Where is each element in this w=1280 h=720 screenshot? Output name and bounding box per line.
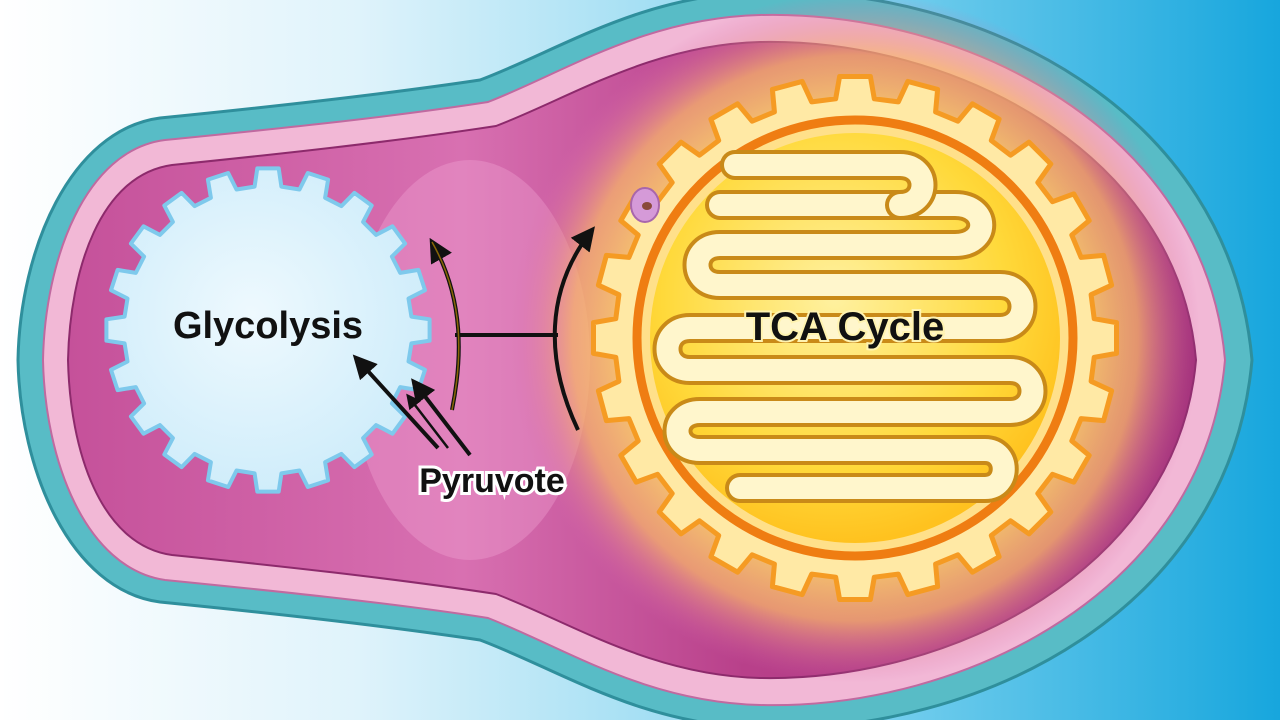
cristae-top-loop-inner (724, 154, 934, 216)
glycolysis-label: Glycolysis (173, 305, 363, 347)
pyruvate-arrow-3 (406, 393, 449, 449)
tca-cycle-label: TCA Cycle (746, 305, 945, 349)
glycolysis-gear (104, 166, 432, 494)
pyruvate-arrow-2 (411, 378, 472, 457)
pyruvate-label: Pyruvote (419, 462, 565, 500)
cristae-inner (656, 194, 1044, 499)
arc-arrow-right (552, 226, 595, 431)
pyruvate-arrow-1 (352, 354, 440, 450)
vesicle (630, 187, 660, 223)
arc-arrow-left-gold (431, 241, 460, 411)
